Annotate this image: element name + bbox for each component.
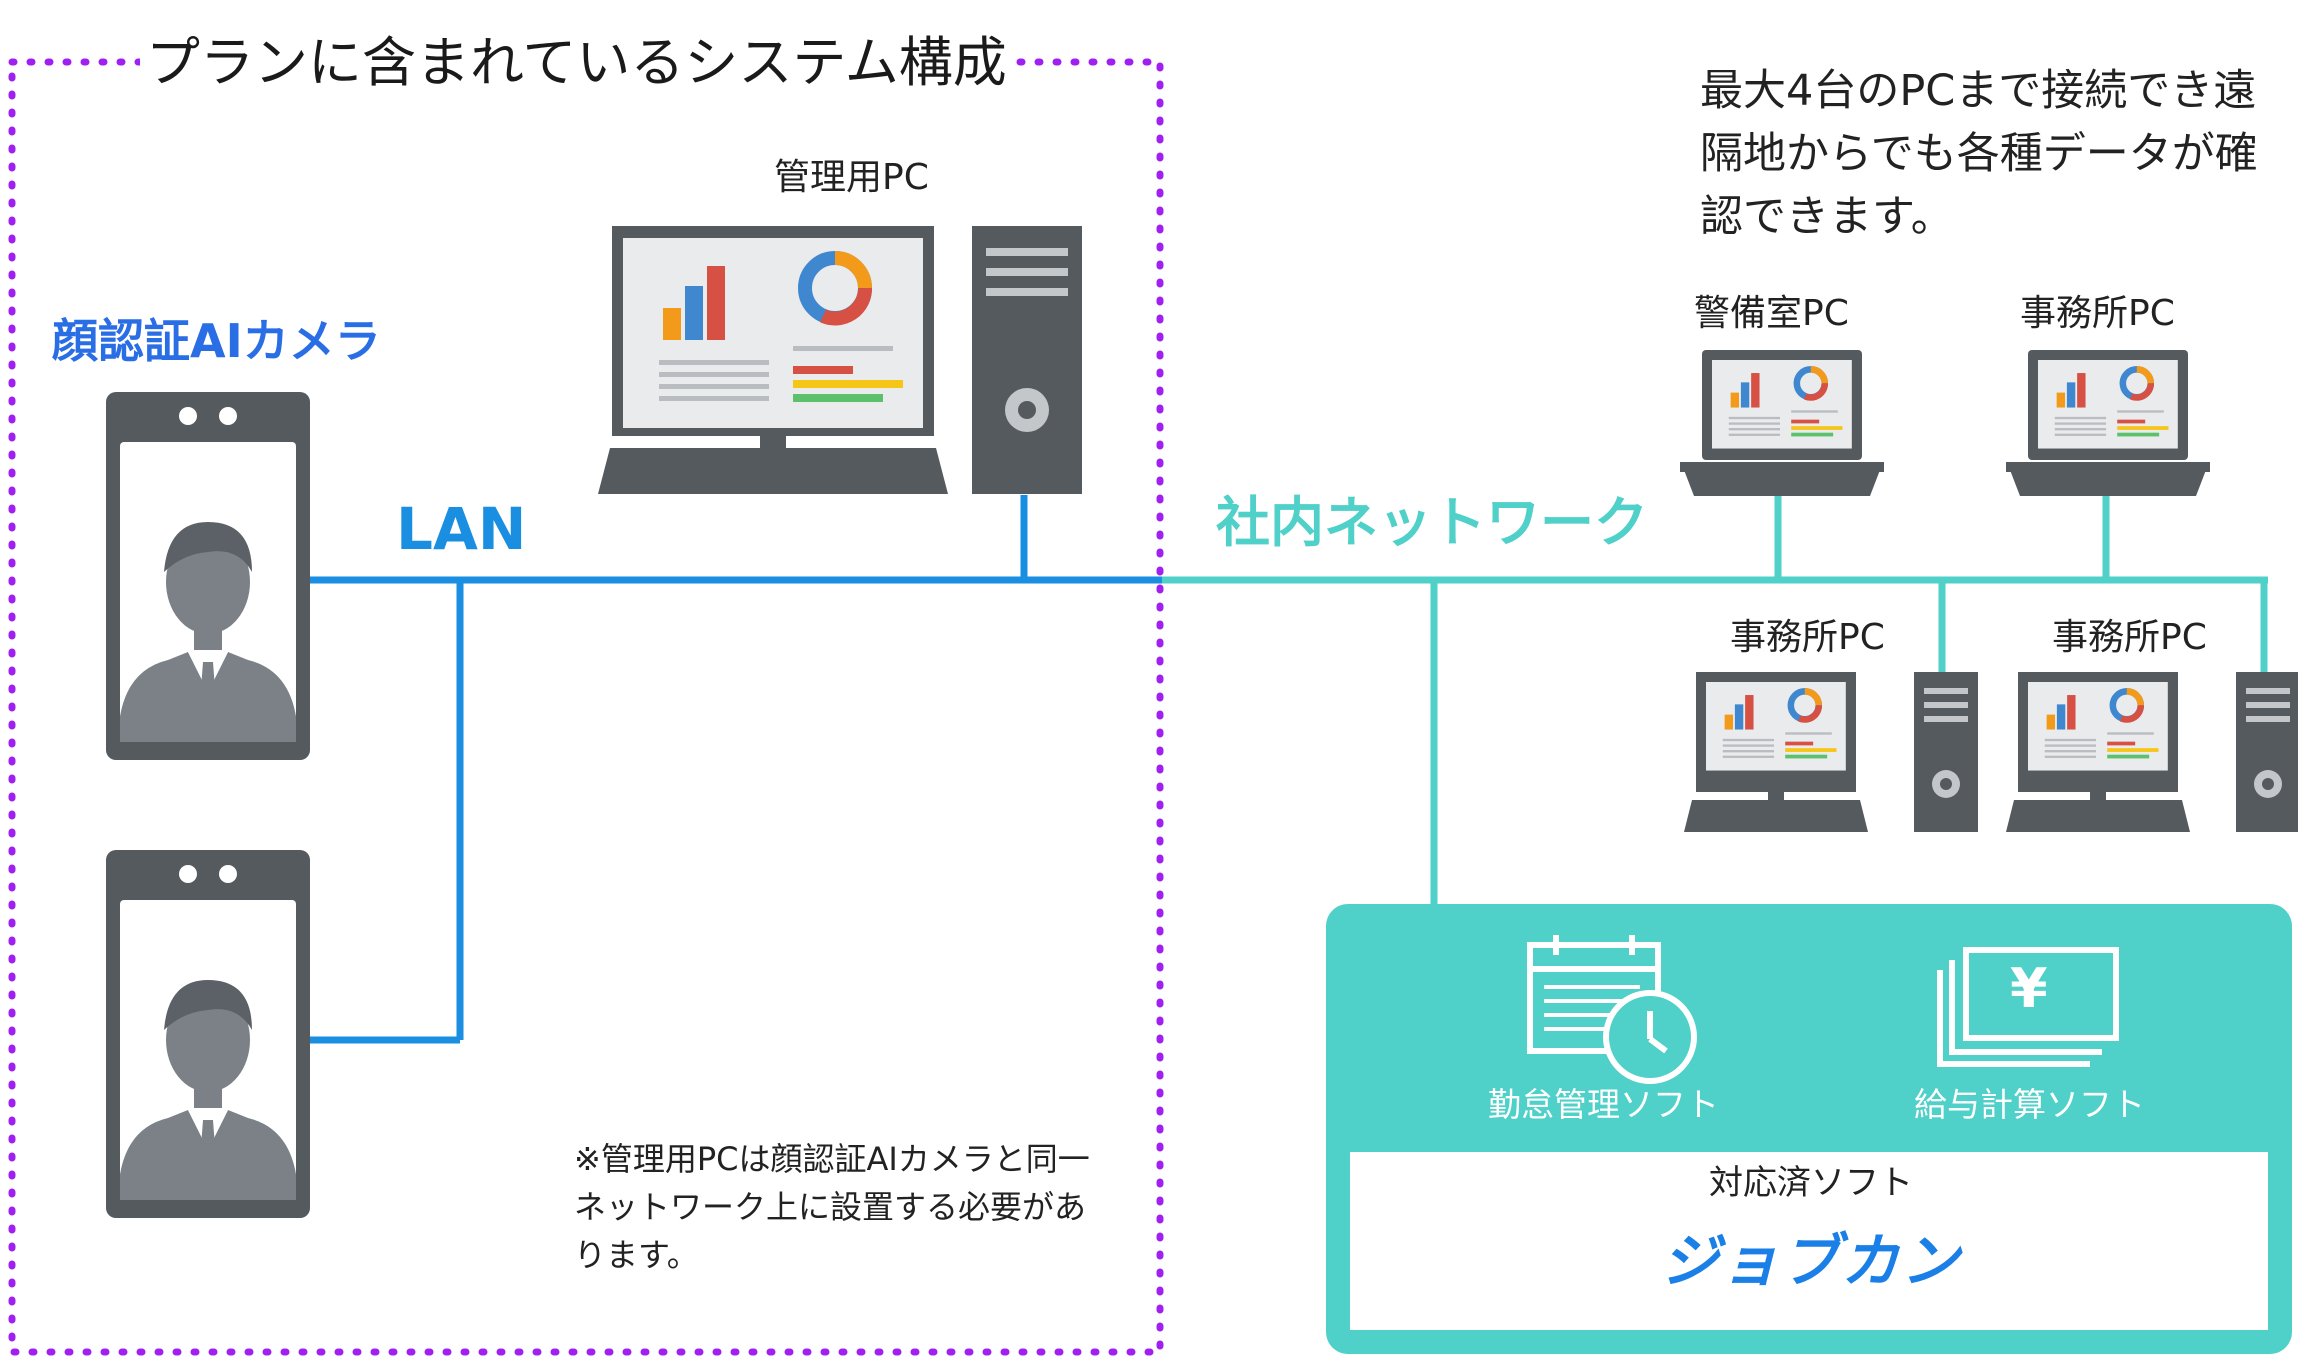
yen-symbol: ¥ — [2010, 957, 2048, 1020]
calendar-clock-icon — [1527, 935, 1697, 1084]
guard-pc-label: 警備室PC — [1694, 293, 1849, 334]
laptop-icon — [2006, 350, 2210, 496]
supported-soft-box — [1350, 1152, 2268, 1330]
yen-bills-icon — [1937, 947, 2119, 1067]
diagram-title: プランに含まれているシステム構成 — [140, 36, 1013, 90]
installation-note: ※管理用PCは顔認証AIカメラと同一ネットワーク上に設置する必要があります。 — [574, 1140, 1090, 1274]
admin-pc-label: 管理用PC — [774, 157, 929, 198]
tower-icon — [972, 226, 1082, 494]
supported-soft-label: 対応済ソフト — [1709, 1163, 1913, 1203]
desktop-monitor-icon — [598, 226, 948, 494]
network-lines — [1162, 494, 2268, 910]
desktop-monitor-icon — [1684, 672, 1978, 832]
network-label: 社内ネットワーク — [1216, 491, 1648, 554]
payroll-soft-label: 給与計算ソフト — [1914, 1085, 2145, 1124]
remote-access-note: 最大4台のPCまで接続でき遠隔地からでも各種データが確認できます。 — [1700, 66, 2258, 242]
lan-label: LAN — [396, 495, 527, 563]
lan-lines — [306, 495, 1162, 1044]
office-pc-label: 事務所PC — [1730, 617, 1885, 658]
desktop-monitor-icon — [2006, 672, 2298, 832]
camera-device-icon — [106, 850, 310, 1218]
brand-logo-jobcan: ジョブカン — [1660, 1227, 1961, 1295]
office-pc-label: 事務所PC — [2052, 617, 2207, 658]
camera-label: 顔認証AIカメラ — [52, 314, 381, 368]
office-pc-label: 事務所PC — [2020, 293, 2175, 334]
attendance-soft-label: 勤怠管理ソフト — [1488, 1085, 1719, 1124]
laptop-icon — [1680, 350, 1884, 496]
camera-device-icon — [106, 392, 310, 760]
